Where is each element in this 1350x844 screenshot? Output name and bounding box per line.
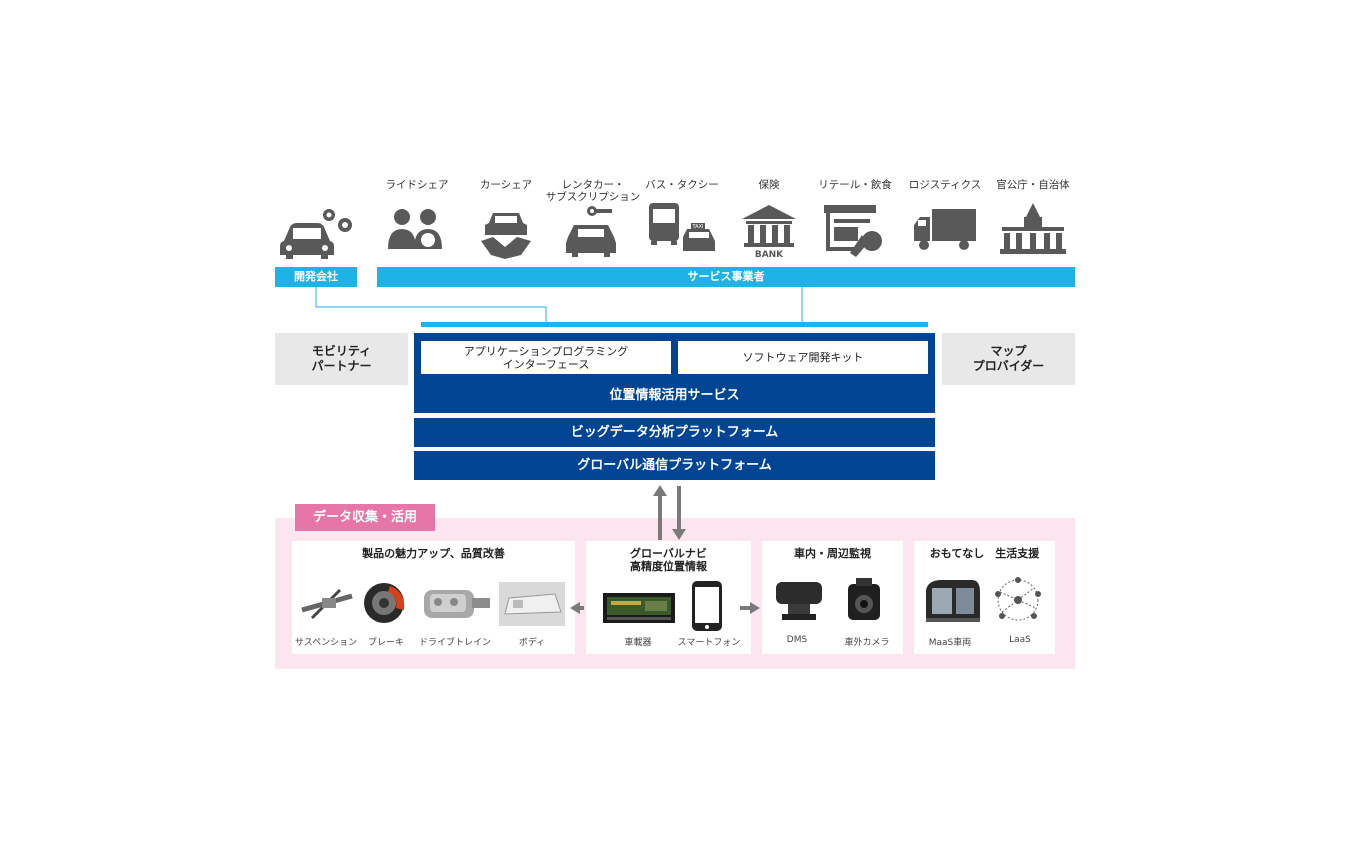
- maas-vehicle-image: [922, 576, 984, 626]
- arrow-down-icon: [672, 529, 686, 540]
- brake-image: [362, 580, 410, 626]
- quality-item-label-2: ドライブトレイン: [413, 635, 497, 648]
- drivetrain-image: [420, 580, 494, 626]
- suspension-image: [296, 584, 358, 624]
- body-image: [499, 582, 565, 626]
- arrow-right-icon: [750, 602, 760, 614]
- navi-item-label-1: スマートフォン: [667, 635, 751, 648]
- laas-network-icon: [988, 574, 1048, 626]
- arrow-up-icon: [653, 485, 667, 496]
- quality-item-label-3: ボディ: [490, 635, 574, 648]
- exterior-camera-image: [844, 578, 884, 626]
- car-navigation-image: [603, 593, 675, 623]
- dms-device-image: [772, 578, 828, 624]
- arrow-left-icon: [570, 602, 580, 614]
- omotenashi-item-label-1: LaaS: [978, 635, 1062, 645]
- smartphone-icon: [690, 580, 724, 632]
- monitor-item-label-1: 車外カメラ: [825, 635, 909, 648]
